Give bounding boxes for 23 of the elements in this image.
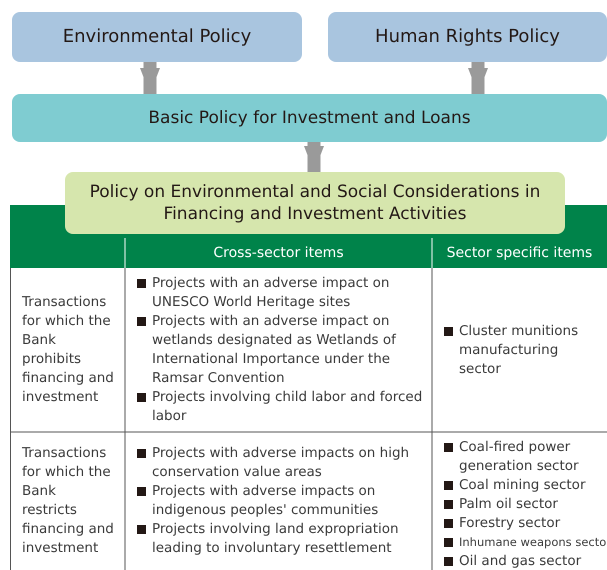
policy-box: Basic Policy for Investment and Loans: [12, 94, 607, 142]
list-item: Cluster munitions manufacturing sector: [459, 322, 580, 378]
list-item: Projects with an adverse impact on wetlands designated as Wetlands of International Importance under the Ramsar Convention: [152, 312, 398, 388]
list-item: Projects with adverse impacts on indigenous peoples' communities: [152, 482, 380, 520]
list-item: Coal-fired power generation sector: [459, 438, 580, 476]
column-header: Cross-sector items: [213, 245, 344, 261]
policy-box: Human Rights Policy: [328, 12, 607, 62]
list-item: Oil and gas sector: [459, 552, 582, 570]
policy-box: Environmental Policy: [12, 12, 302, 62]
list-item: Projects involving land expropriation leading to involuntary resettlement: [152, 520, 400, 558]
arrow: [304, 142, 324, 172]
policy-box: Policy on Environmental and Social Considerations in Financing and Investment Activities: [65, 172, 565, 234]
list-item: Projects with adverse impacts on high conservation value areas: [152, 444, 410, 482]
arrow: [140, 62, 160, 94]
row-header: Transactions for which the Bank prohibits financing and investment: [22, 293, 115, 407]
list-item: Projects with an adverse impact on UNESCO World Heritage sites: [152, 274, 390, 312]
list-item: Projects involving child labor and forced labor: [152, 388, 424, 426]
list-item: Forestry sector: [459, 514, 560, 533]
list-item: Coal mining sector: [459, 476, 586, 495]
list-item: Palm oil sector: [459, 495, 558, 514]
arrow: [468, 62, 488, 94]
row-header: Transactions for which the Bank restricts financing and investment: [22, 444, 115, 558]
list-item: Inhumane weapons secto: [459, 534, 606, 551]
